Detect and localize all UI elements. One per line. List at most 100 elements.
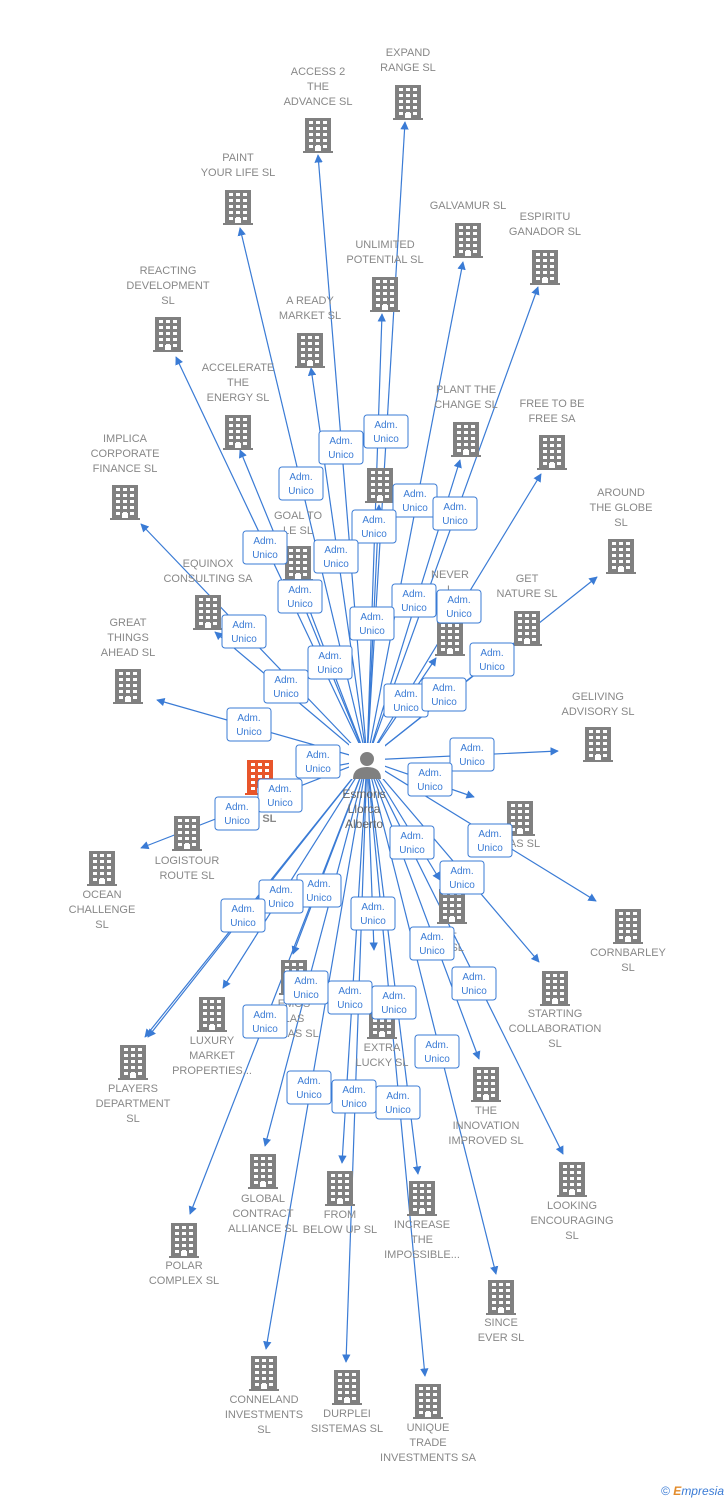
company-label-line: SL [257,1424,270,1436]
company-node-galvamur-sl[interactable]: GALVAMUR SL [430,200,507,258]
company-label-line: LUXURY [190,1035,235,1047]
building-icon [325,1171,355,1206]
edge-global-contract-alliance-sl [262,759,368,1147]
building-icon [512,611,542,646]
company-node-never-sl[interactable]: NEVERL [431,569,469,656]
badge-role-line-1: Adm. [403,489,426,500]
badge-role-line-2: Unico [305,764,331,775]
role-badge: Adm.Unico [242,1004,288,1039]
company-label-line: CONNELAND [229,1394,298,1406]
company-label-line: SINCE [484,1317,518,1329]
badge-role-line-2: Unico [373,434,399,445]
badge-role-line-2: Unico [477,843,503,854]
company-label-line: ESPIRITU [520,211,571,223]
role-badge: Adm.Unico [263,669,309,704]
building-icon [249,1356,279,1391]
role-badge: Adm.Unico [283,970,329,1005]
company-label-line: THINGS [107,632,149,644]
badge-role-line-1: Adm. [447,595,470,606]
badge-role-line-2: Unico [419,946,445,957]
badge-role-line-2: Unico [293,990,319,1001]
company-label-line: RANGE SL [380,62,436,74]
company-label-line: PROPERTIES... [172,1065,252,1077]
building-icon [223,415,253,450]
badge-role-line-2: Unico [252,550,278,561]
person-node[interactable]: Esmoris Llorca Alberto [342,743,386,831]
role-badge: Adm.Unico [318,430,364,465]
building-icon [197,997,227,1032]
badge-role-line-2: Unico [399,845,425,856]
company-node-luxury-market-properties[interactable]: LUXURYMARKETPROPERTIES... [172,997,252,1077]
company-label-line: ENERGY SL [207,392,270,404]
company-label-line: GANADOR SL [509,226,581,238]
empresia-logo[interactable]: © Empresia [661,1484,724,1498]
building-icon [486,1280,516,1315]
badge-role-line-2: Unico [424,1054,450,1065]
company-label-line: SL [621,962,634,974]
company-label-line: SL [565,1230,578,1242]
role-badge: Adm.Unico [383,683,429,718]
company-label-line: POTENTIAL SL [346,254,423,266]
company-label-line: IMPROVED SL [448,1135,523,1147]
company-label-line: OCEAN [82,889,121,901]
badge-role-line-1: Adm. [324,545,347,556]
company-label-line: A READY [286,295,334,307]
building-icon [407,1181,437,1216]
company-label-line: FREE TO BE [519,398,584,410]
role-badge: Adm.Unico [469,642,515,677]
badge-role-line-2: Unico [402,503,428,514]
company-node-espiritu-ganador-sl[interactable]: ESPIRITU GANADOR SL [509,211,581,285]
company-node-increase-the-impossible[interactable]: INCREASETHEIMPOSSIBLE... [384,1181,460,1261]
building-icon [370,277,400,312]
badge-role-line-1: Adm. [253,536,276,547]
company-label-line: AHEAD SL [101,647,155,659]
company-label-line: LUCKY SL [356,1057,409,1069]
company-node-unlimited-potential-sl[interactable]: UNLIMITED POTENTIAL SL [346,239,424,312]
badge-role-line-2: Unico [306,893,332,904]
badge-role-line-1: Adm. [231,904,254,915]
company-label-line: DURPLEI [323,1408,371,1420]
building-icon [413,1384,443,1419]
company-label-line: ALLIANCE SL [228,1223,298,1235]
company-label-line: UNLIMITED [355,239,414,251]
building-icon [437,889,467,924]
badge-role-line-2: Unico [288,486,314,497]
company-label-line: DEPARTMENT [96,1098,171,1110]
badge-role-line-2: Unico [361,529,387,540]
company-label-line: DEVELOPMENT [126,280,209,292]
building-icon [295,333,325,368]
role-badge: Adm.Unico [277,579,323,614]
badge-role-line-1: Adm. [237,713,260,724]
badge-role-line-1: Adm. [361,902,384,913]
